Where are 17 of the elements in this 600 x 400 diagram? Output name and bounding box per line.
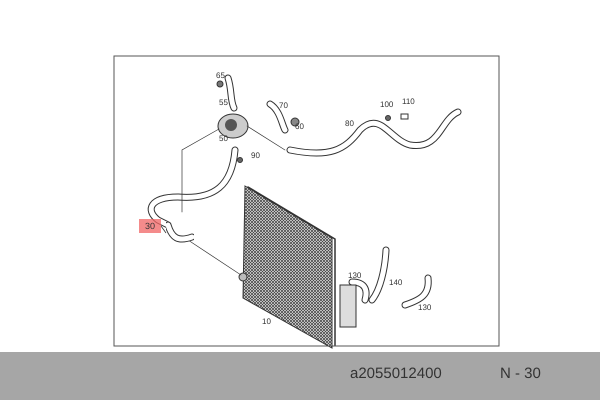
callout-number: 55	[219, 99, 228, 107]
part-number: a2055012400	[350, 366, 442, 381]
callout-number: 110	[402, 98, 415, 106]
callout-number: 140	[389, 279, 402, 287]
hose-part	[166, 222, 194, 244]
callout-number: 80	[345, 120, 354, 128]
diagram-number: N - 30	[500, 366, 541, 381]
callout-number: 65	[216, 72, 225, 80]
highlighted-callout: 30	[139, 219, 161, 233]
callout-number: 130	[348, 272, 362, 280]
callout-number: 60	[295, 123, 304, 131]
callout-number: 130	[418, 304, 432, 312]
callout-number: 50	[219, 135, 228, 143]
callout-number: 100	[380, 101, 394, 109]
callout-number: 10	[262, 318, 271, 326]
callout-number: 90	[251, 152, 260, 160]
callout-number: 70	[279, 102, 288, 110]
